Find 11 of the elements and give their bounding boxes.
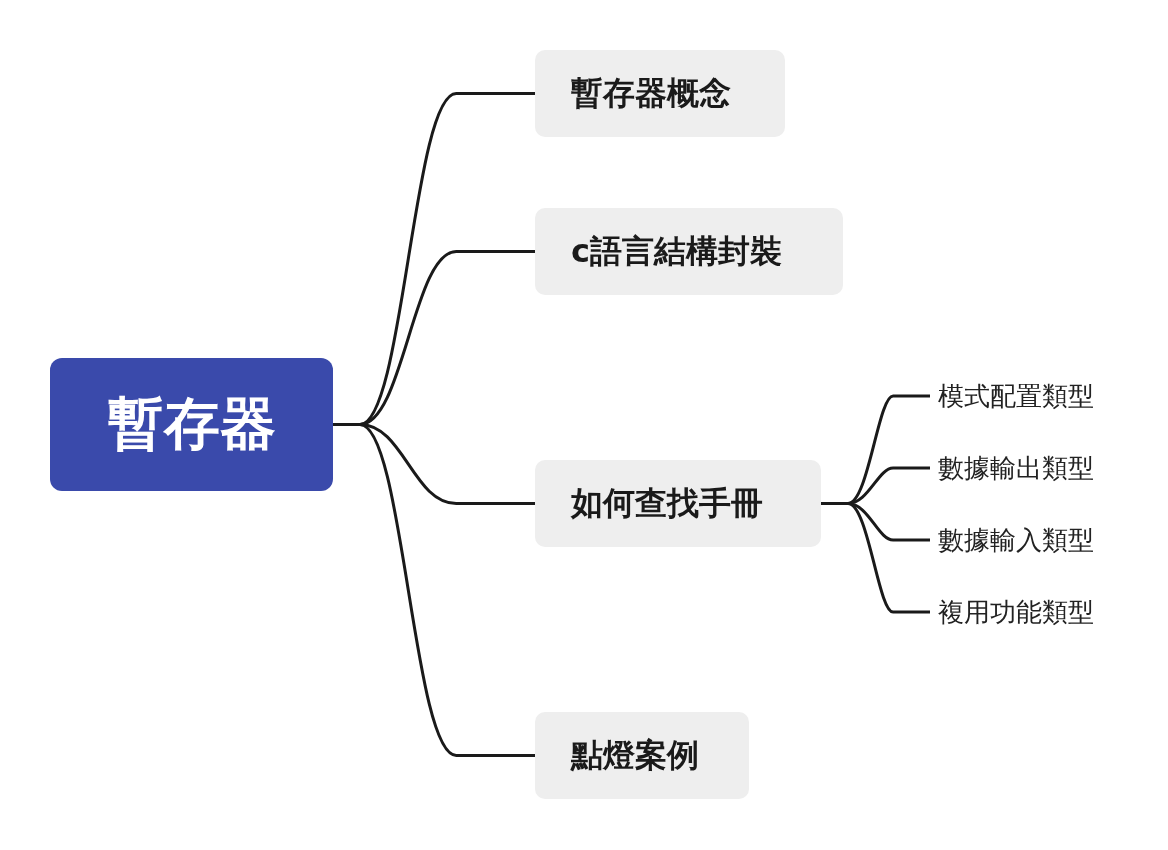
topic-box: 如何查找手冊 <box>535 460 821 547</box>
subtopic-text: 複用功能類型 <box>930 592 1115 632</box>
topic-box: c語言結構封裝 <box>535 208 843 295</box>
subtopic-text: 數據輸入類型 <box>930 520 1115 560</box>
topic-box: 點燈案例 <box>535 712 749 799</box>
subtopic-text: 數據輸出類型 <box>930 448 1115 488</box>
topic-box: 暫存器概念 <box>535 50 785 137</box>
connector-line <box>333 423 535 757</box>
root-topic-box: 暫存器 <box>50 358 333 491</box>
connector-line <box>821 502 930 614</box>
subtopic-text: 模式配置類型 <box>930 376 1115 416</box>
